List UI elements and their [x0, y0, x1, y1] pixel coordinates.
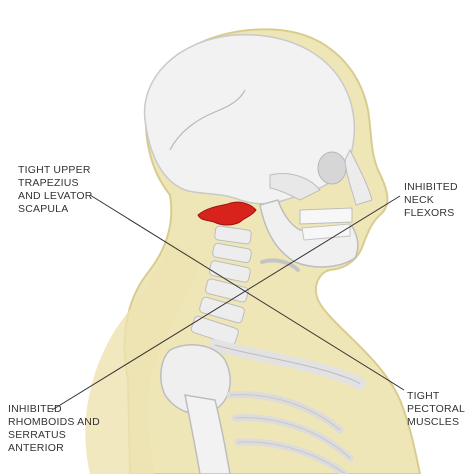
nasal-bone [344, 148, 373, 206]
highlighted-vertebra [197, 201, 257, 226]
back-silhouette [85, 240, 200, 474]
label-inhibited-neck-flexors: INHIBITED NECK FLEXORS [404, 181, 458, 219]
zygomatic [269, 173, 321, 201]
label-tight-pectoral: TIGHT PECTORAL MUSCLES [407, 390, 466, 428]
humerus [184, 394, 231, 474]
lower-teeth [301, 223, 351, 241]
cervical-spine [190, 225, 252, 346]
leader-line-upper-trapezius [89, 194, 405, 391]
clavicle-outline [214, 344, 361, 385]
upper-teeth [299, 207, 353, 225]
label-tight-upper-trapezius: TIGHT UPPER TRAPEZIUS AND LEVATOR SCAPUL… [18, 164, 93, 215]
leader-line-neck-flexors [51, 195, 401, 411]
eye-socket [317, 151, 347, 185]
label-inhibited-rhomboids: INHIBITED RHOMBOIDS AND SERRATUS ANTERIO… [8, 403, 100, 454]
hyoid-bone [260, 258, 300, 272]
skull-suture [169, 89, 246, 151]
